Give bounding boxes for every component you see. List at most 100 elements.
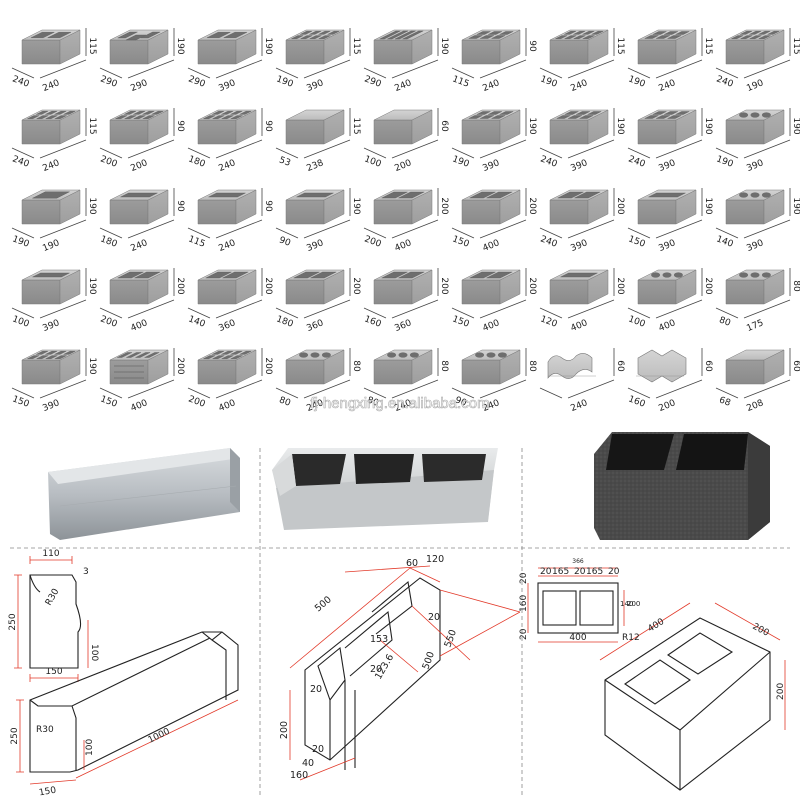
dim-lines xyxy=(275,28,351,79)
hollow3-height: 200 xyxy=(279,721,290,739)
dim-length: 200 xyxy=(393,158,413,174)
curb-top-width: 110 xyxy=(42,549,59,559)
dim-length: 290 xyxy=(129,78,149,94)
dim-height: 90 xyxy=(527,40,537,52)
dim-depth: 150 xyxy=(451,234,471,249)
dim-depth: 190 xyxy=(451,154,471,169)
curb-radius: R30 xyxy=(44,587,62,608)
dim-lines xyxy=(187,348,263,399)
dim-depth: 240 xyxy=(627,154,647,169)
curb-end-radius: R30 xyxy=(36,725,54,735)
dim-height: 190 xyxy=(263,37,273,54)
dim-depth: 80 xyxy=(278,395,292,408)
dim-lines xyxy=(11,108,87,159)
hollow2-iso-height: 200 xyxy=(776,683,786,700)
dim-lines xyxy=(99,188,175,239)
dim-length: 240 xyxy=(481,78,501,94)
dim-depth: 150 xyxy=(627,234,647,249)
dim-height: 90 xyxy=(175,120,185,132)
dim-height: 200 xyxy=(439,277,449,294)
dim-length: 390 xyxy=(305,238,325,254)
dim-length: 400 xyxy=(569,318,589,334)
dim-lines xyxy=(715,268,791,319)
dim-depth: 190 xyxy=(715,154,735,169)
dim-lines xyxy=(539,28,615,79)
hollow3-wall-b: 20 xyxy=(370,664,382,675)
dim-length: 400 xyxy=(129,318,149,334)
hollow2-w-a: 20 xyxy=(540,567,552,577)
dim-height: 190 xyxy=(87,357,97,374)
dim-lines xyxy=(451,28,527,79)
dim-lines xyxy=(715,28,791,79)
dim-lines xyxy=(363,188,439,239)
dim-length: 208 xyxy=(745,398,765,414)
dim-height: 80 xyxy=(791,280,800,292)
dim-height: 190 xyxy=(87,197,97,214)
hollow3-bottom-b: 40 xyxy=(302,758,314,769)
dim-lines xyxy=(627,108,703,159)
dim-lines xyxy=(187,108,263,159)
hollow2-length: 400 xyxy=(569,633,586,643)
dim-depth: 240 xyxy=(715,74,735,89)
hollow2-r-a: 140 xyxy=(620,600,633,608)
dim-depth: 240 xyxy=(11,74,31,89)
dim-depth: 200 xyxy=(363,234,383,249)
hollow2-side-b: 160 xyxy=(519,595,529,612)
dim-length: 390 xyxy=(41,398,61,414)
dim-depth: 80 xyxy=(366,395,380,408)
dim-length: 390 xyxy=(745,158,765,174)
dim-lines xyxy=(715,348,791,399)
dim-depth: 200 xyxy=(187,394,207,409)
hollow-block-3cell-drawing: 500 60 120 20 550 153 123.6 500 20 20 20… xyxy=(279,554,521,781)
dim-height: 200 xyxy=(351,277,361,294)
dim-height: 115 xyxy=(615,37,625,54)
dim-length: 400 xyxy=(481,318,501,334)
dim-height: 60 xyxy=(439,120,449,132)
dim-length: 390 xyxy=(657,158,677,174)
dim-depth: 180 xyxy=(275,314,295,329)
dim-height: 200 xyxy=(175,277,185,294)
dim-length: 390 xyxy=(217,78,237,94)
dim-depth: 290 xyxy=(363,74,383,89)
dim-depth: 240 xyxy=(11,154,31,169)
dim-depth: 115 xyxy=(187,234,207,249)
curb-chamfer: 3 xyxy=(83,567,89,577)
dim-lines xyxy=(363,108,439,159)
hollow3-top-a: 60 xyxy=(406,558,418,569)
dim-lines xyxy=(99,108,175,159)
dim-lines xyxy=(363,348,439,399)
dim-height: 115 xyxy=(703,37,713,54)
dim-lines xyxy=(539,188,615,239)
dim-lines xyxy=(451,188,527,239)
hollow2-radius: R12 xyxy=(622,633,640,643)
curb-height: 250 xyxy=(8,613,18,630)
dim-depth: 140 xyxy=(715,234,735,249)
dim-lines xyxy=(451,348,527,399)
dim-depth: 120 xyxy=(539,314,559,329)
dim-lines xyxy=(363,28,439,79)
